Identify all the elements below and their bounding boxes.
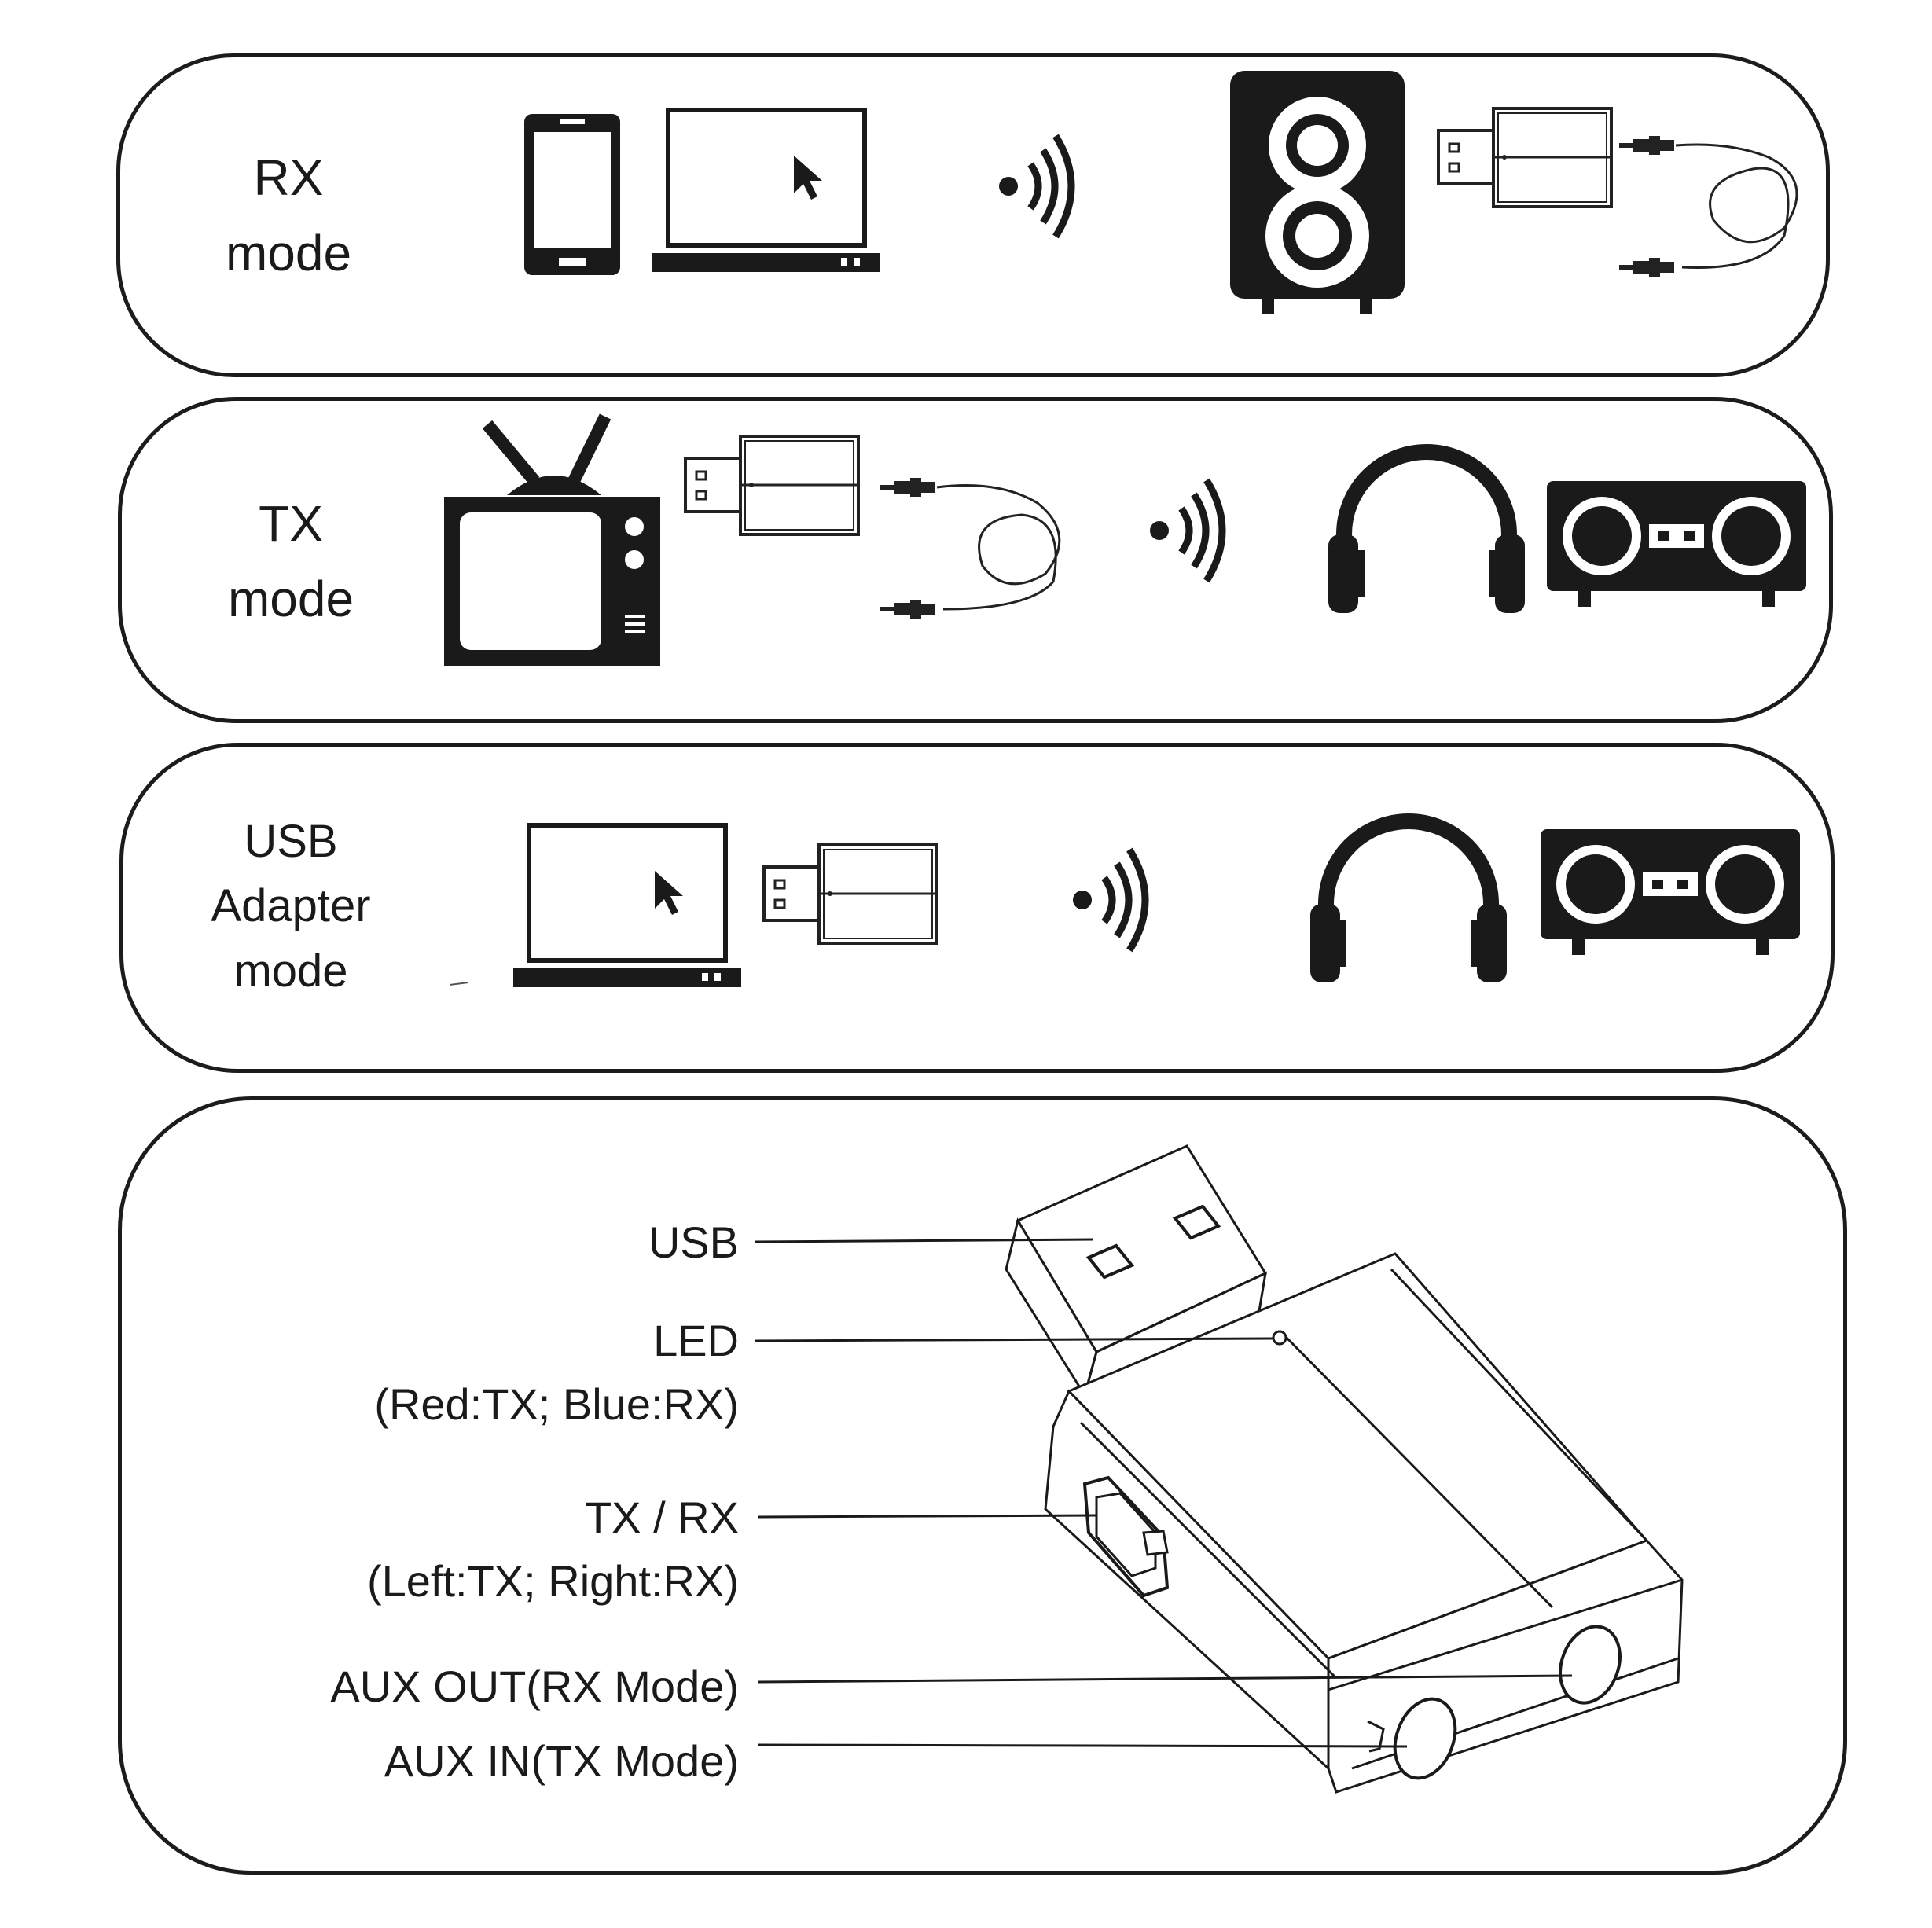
tx-mode-label-line1: TX	[259, 495, 323, 552]
tx-mode-label-line2: mode	[227, 571, 354, 627]
rx-mode-label-line1: RX	[253, 149, 324, 206]
laptop-icon	[652, 110, 880, 272]
stray-mark	[449, 982, 469, 986]
aux-out-callout-text: AUX OUT(RX Mode)	[330, 1662, 739, 1711]
led-callout-text: LED	[653, 1316, 739, 1365]
rx-mode-label: RX mode	[159, 140, 418, 291]
aux-in-callout-text: AUX IN(TX Mode)	[384, 1736, 739, 1786]
aux-cable-icon	[1619, 136, 1798, 277]
usb-adapter-mode-label: USB Adapter mode	[161, 810, 421, 1004]
speaker-icon	[1230, 71, 1405, 314]
switch-callout: TX / RX (Left:TX; Right:RX)	[367, 1485, 739, 1613]
aux-in-callout: AUX IN(TX Mode)	[384, 1729, 739, 1793]
headphones-icon	[1328, 452, 1525, 613]
switch-callout-text: TX / RX	[584, 1493, 739, 1542]
usb-callout: USB	[648, 1210, 739, 1274]
switch-callout-note: (Left:TX; Right:RX)	[366, 1556, 739, 1607]
usb-dongle-icon	[762, 843, 938, 945]
usb-adapter-mode-label-line1: USB	[244, 816, 338, 867]
headphones-icon	[1310, 821, 1507, 982]
usb-callout-text: USB	[648, 1217, 739, 1267]
led-callout-note: (Red:TX; Blue:RX)	[374, 1379, 739, 1430]
stereo-icon	[1541, 829, 1800, 955]
tx-mode-label: TX mode	[161, 486, 421, 637]
usb-dongle-icon	[684, 435, 860, 536]
dongle-illustration	[1005, 1144, 1684, 1794]
stereo-icon	[1547, 481, 1806, 607]
usb-dongle-icon	[1437, 107, 1613, 208]
aux-cable-icon	[880, 478, 1061, 619]
callout-leader-lines	[754, 1238, 1573, 1748]
aux-out-callout: AUX OUT(RX Mode)	[330, 1654, 739, 1718]
smartphone-icon	[524, 114, 620, 275]
wireless-signal-icon	[1150, 480, 1222, 581]
led-callout: LED (Red:TX; Blue:RX)	[374, 1309, 739, 1436]
laptop-icon	[513, 825, 741, 987]
tv-icon	[444, 413, 660, 666]
wireless-signal-icon	[999, 136, 1071, 237]
usb-adapter-mode-label-line3: mode	[233, 945, 348, 997]
usb-adapter-mode-label-line2: Adapter	[211, 880, 371, 932]
rx-mode-label-line2: mode	[225, 225, 352, 281]
wireless-signal-icon	[1073, 850, 1145, 950]
